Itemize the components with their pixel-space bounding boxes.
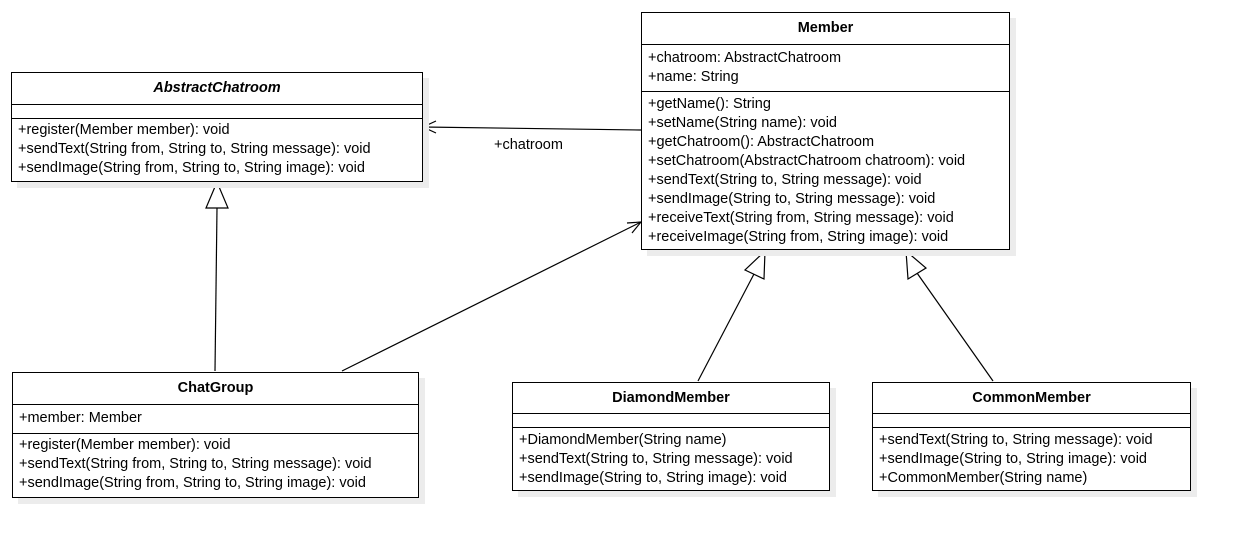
method: +getName(): String [648, 96, 771, 112]
method: +sendText(String to, String message): vo… [519, 451, 793, 467]
class-name: Member [642, 13, 1009, 45]
class-abstract-chatroom[interactable]: AbstractChatroom +register(Member member… [11, 72, 423, 182]
method: +sendText(String from, String to, String… [18, 141, 371, 157]
method: +setChatroom(AbstractChatroom chatroom):… [648, 153, 966, 169]
attribute: +name: String [648, 69, 739, 85]
attributes-section: +chatroom: AbstractChatroom +name: Strin… [642, 45, 1009, 92]
method: +setName(String name): void [648, 115, 837, 131]
attributes-section: +member: Member [13, 405, 418, 434]
method: +receiveImage(String from, String image)… [648, 229, 949, 245]
attribute: +chatroom: AbstractChatroom [648, 50, 842, 66]
association-member-to-chatroom [421, 120, 642, 134]
class-name: DiamondMember [513, 383, 829, 414]
generalization-diamondmember-to-member [697, 249, 766, 382]
method: +sendImage(String from, String to, Strin… [18, 160, 365, 176]
methods-section: +sendText(String to, String message): vo… [873, 428, 1190, 488]
class-name: ChatGroup [13, 373, 418, 405]
class-common-member[interactable]: CommonMember +sendText(String to, String… [872, 382, 1191, 491]
method: +sendImage(String to, String message): v… [648, 191, 936, 207]
attributes-section [513, 414, 829, 428]
attributes-section [873, 414, 1190, 428]
attributes-section [12, 105, 422, 119]
generalization-commonmember-to-member [905, 249, 994, 382]
method: +sendImage(String to, String image): voi… [519, 470, 787, 486]
association-label-chatroom: +chatroom [494, 137, 563, 153]
attribute: +member: Member [19, 410, 142, 426]
methods-section: +getName(): String +setName(String name)… [642, 92, 1009, 247]
methods-section: +DiamondMember(String name) +sendText(St… [513, 428, 829, 488]
method: +receiveText(String from, String message… [648, 210, 954, 226]
methods-section: +register(Member member): void +sendText… [12, 119, 422, 178]
class-diamond-member[interactable]: DiamondMember +DiamondMember(String name… [512, 382, 830, 491]
method: +sendImage(String from, String to, Strin… [19, 475, 366, 491]
method: +sendText(String to, String message): vo… [879, 432, 1153, 448]
association-chatgroup-to-member [341, 221, 643, 372]
method: +sendText(String to, String message): vo… [648, 172, 922, 188]
method: +register(Member member): void [18, 122, 230, 138]
class-name: AbstractChatroom [12, 73, 422, 105]
method: +sendText(String from, String to, String… [19, 456, 372, 472]
method: +register(Member member): void [19, 437, 231, 453]
generalization-chatgroup-to-abstractchatroom [205, 180, 229, 372]
method: +sendImage(String to, String image): voi… [879, 451, 1147, 467]
method: +getChatroom(): AbstractChatroom [648, 134, 875, 150]
methods-section: +register(Member member): void +sendText… [13, 434, 418, 493]
method: +CommonMember(String name) [879, 470, 1088, 486]
class-name: CommonMember [873, 383, 1190, 414]
method: +DiamondMember(String name) [519, 432, 727, 448]
class-member[interactable]: Member +chatroom: AbstractChatroom +name… [641, 12, 1010, 250]
class-chat-group[interactable]: ChatGroup +member: Member +register(Memb… [12, 372, 419, 498]
